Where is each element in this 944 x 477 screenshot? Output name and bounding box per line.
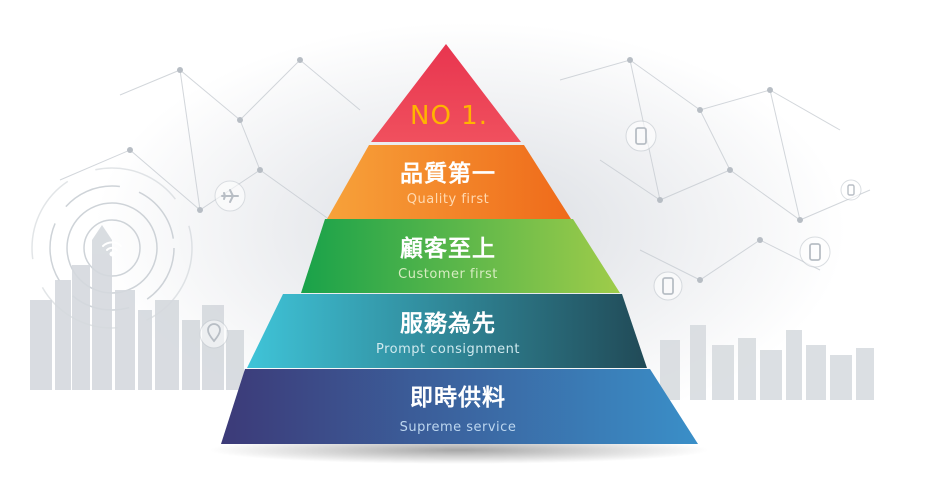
city-skyline-left — [30, 225, 244, 390]
tier-supply-subtitle: Supreme service — [400, 420, 517, 435]
tier-service-subtitle: Prompt consignment — [376, 342, 520, 357]
tier-customer — [301, 219, 620, 293]
tier-quality-title: 品質第一 — [400, 160, 496, 187]
tier-supply — [221, 369, 698, 444]
city-skyline-right — [660, 325, 874, 400]
tier-customer-title: 顧客至上 — [400, 235, 496, 262]
top-label: NO 1. — [410, 101, 488, 131]
network-nodes — [127, 57, 803, 283]
pyramid: NO 1. 品質第一 Quality first 顧客至上 Customer f… — [221, 44, 698, 444]
tier-service — [247, 294, 647, 368]
tier-quality-subtitle: Quality first — [407, 192, 490, 207]
tier-customer-subtitle: Customer first — [398, 267, 498, 282]
phone-icon — [799, 236, 831, 268]
wifi-icon — [102, 241, 122, 257]
phone-icon — [653, 271, 683, 301]
airplane-icon — [214, 180, 246, 212]
tier-quality — [327, 145, 571, 219]
phone-icon — [840, 179, 862, 201]
tier-service-title: 服務為先 — [400, 310, 496, 337]
tier-supply-title: 即時供料 — [410, 384, 506, 411]
location-pin-icon — [199, 319, 229, 349]
phone-icon — [625, 120, 657, 152]
pyramid-top — [371, 44, 521, 142]
